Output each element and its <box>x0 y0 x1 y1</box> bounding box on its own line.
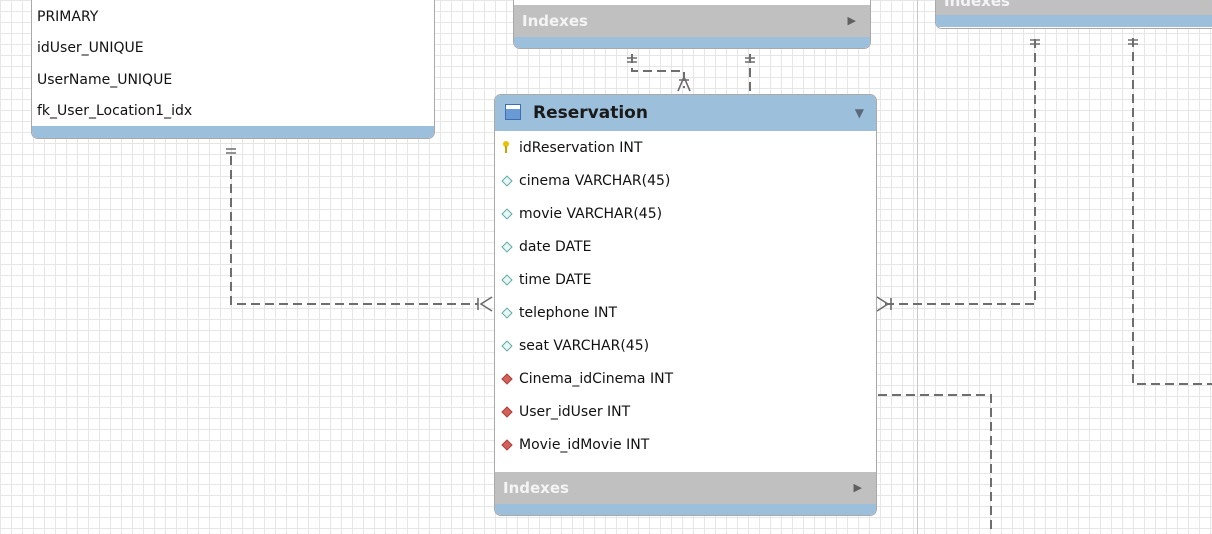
column-icon <box>501 208 513 220</box>
foreign-key-icon <box>501 439 513 451</box>
column-row[interactable]: cinema VARCHAR(45) <box>495 165 876 198</box>
one-mark-top-right <box>745 57 755 63</box>
column-label: User_idUser INT <box>519 404 631 420</box>
column-label: idReservation INT <box>519 140 643 156</box>
column-row[interactable]: Movie_idMovie INT <box>495 429 876 462</box>
expand-arrow-icon[interactable]: ▶ <box>847 14 856 27</box>
column-row[interactable]: idReservation INT <box>495 132 876 165</box>
primary-key-icon <box>503 141 509 154</box>
column-row[interactable]: date DATE <box>495 231 876 264</box>
column-label: time DATE <box>519 272 592 288</box>
reservation-table[interactable]: Reservation ▼ idReservation INT cinema V… <box>494 94 877 516</box>
column-label: date DATE <box>519 239 592 255</box>
table-footer-strip <box>936 15 1212 27</box>
column-row[interactable]: Cinema_idCinema INT <box>495 363 876 396</box>
table-footer-strip <box>514 37 870 48</box>
indexes-label: Indexes <box>503 479 569 497</box>
column-icon <box>501 307 513 319</box>
table-footer-strip <box>495 504 876 515</box>
one-mark-far-right <box>1128 39 1138 45</box>
column-icon <box>501 175 513 187</box>
expand-arrow-icon[interactable]: ▶ <box>853 481 862 494</box>
column-row[interactable]: seat VARCHAR(45) <box>495 330 876 363</box>
column-label: cinema VARCHAR(45) <box>519 173 671 189</box>
column-label: Movie_idMovie INT <box>519 437 650 453</box>
indexes-section[interactable]: Indexes ▶ <box>514 5 870 37</box>
table-icon <box>505 104 521 120</box>
table-footer-strip <box>32 126 434 138</box>
one-mark-user <box>226 148 236 154</box>
column-label: seat VARCHAR(45) <box>519 338 650 354</box>
user-table[interactable]: PRIMARY idUser_UNIQUE UserName_UNIQUE fk… <box>31 0 435 139</box>
column-row[interactable]: time DATE <box>495 264 876 297</box>
column-icon <box>501 274 513 286</box>
indexes-label: Indexes <box>522 12 588 30</box>
page-boundary-line <box>917 0 918 534</box>
foreign-key-icon <box>501 373 513 385</box>
index-row: UserName_UNIQUE <box>37 71 173 88</box>
top-middle-table[interactable]: Indexes ▶ <box>513 0 871 49</box>
many-mark-reservation-right <box>876 296 892 312</box>
indexes-section[interactable]: Indexes ▶ <box>495 472 876 504</box>
foreign-key-icon <box>501 406 513 418</box>
many-mark-reservation-top <box>677 74 691 92</box>
connector-far-right <box>1132 38 1212 385</box>
reservation-table-header[interactable]: Reservation ▼ <box>495 95 876 131</box>
indexes-label: Indexes <box>944 0 1010 10</box>
connector-user-reservation <box>230 156 478 305</box>
table-title: Reservation <box>533 103 648 123</box>
column-row[interactable]: User_idUser INT <box>495 396 876 429</box>
column-icon <box>501 340 513 352</box>
top-right-table[interactable]: Indexes <box>935 0 1212 29</box>
column-label: movie VARCHAR(45) <box>519 206 663 222</box>
connector-cinema-reservation <box>885 38 1036 305</box>
collapse-arrow-icon[interactable]: ▼ <box>854 106 864 120</box>
index-row: PRIMARY <box>37 9 99 25</box>
column-list: idReservation INT cinema VARCHAR(45) mov… <box>495 131 876 462</box>
indexes-section[interactable]: Indexes <box>936 0 1212 15</box>
one-mark-cinema <box>1030 39 1040 45</box>
column-row[interactable]: movie VARCHAR(45) <box>495 198 876 231</box>
column-icon <box>501 241 513 253</box>
connector-top-table-reservation <box>631 54 685 88</box>
column-label: telephone INT <box>519 305 618 321</box>
one-mark-top-left <box>627 57 637 63</box>
connector-reservation-bottom <box>878 394 992 534</box>
index-row: idUser_UNIQUE <box>37 40 144 57</box>
column-row[interactable]: telephone INT <box>495 297 876 330</box>
many-mark-reservation-left <box>477 296 493 312</box>
index-row: fk_User_Location1_idx <box>37 102 193 119</box>
column-label: Cinema_idCinema INT <box>519 371 674 387</box>
